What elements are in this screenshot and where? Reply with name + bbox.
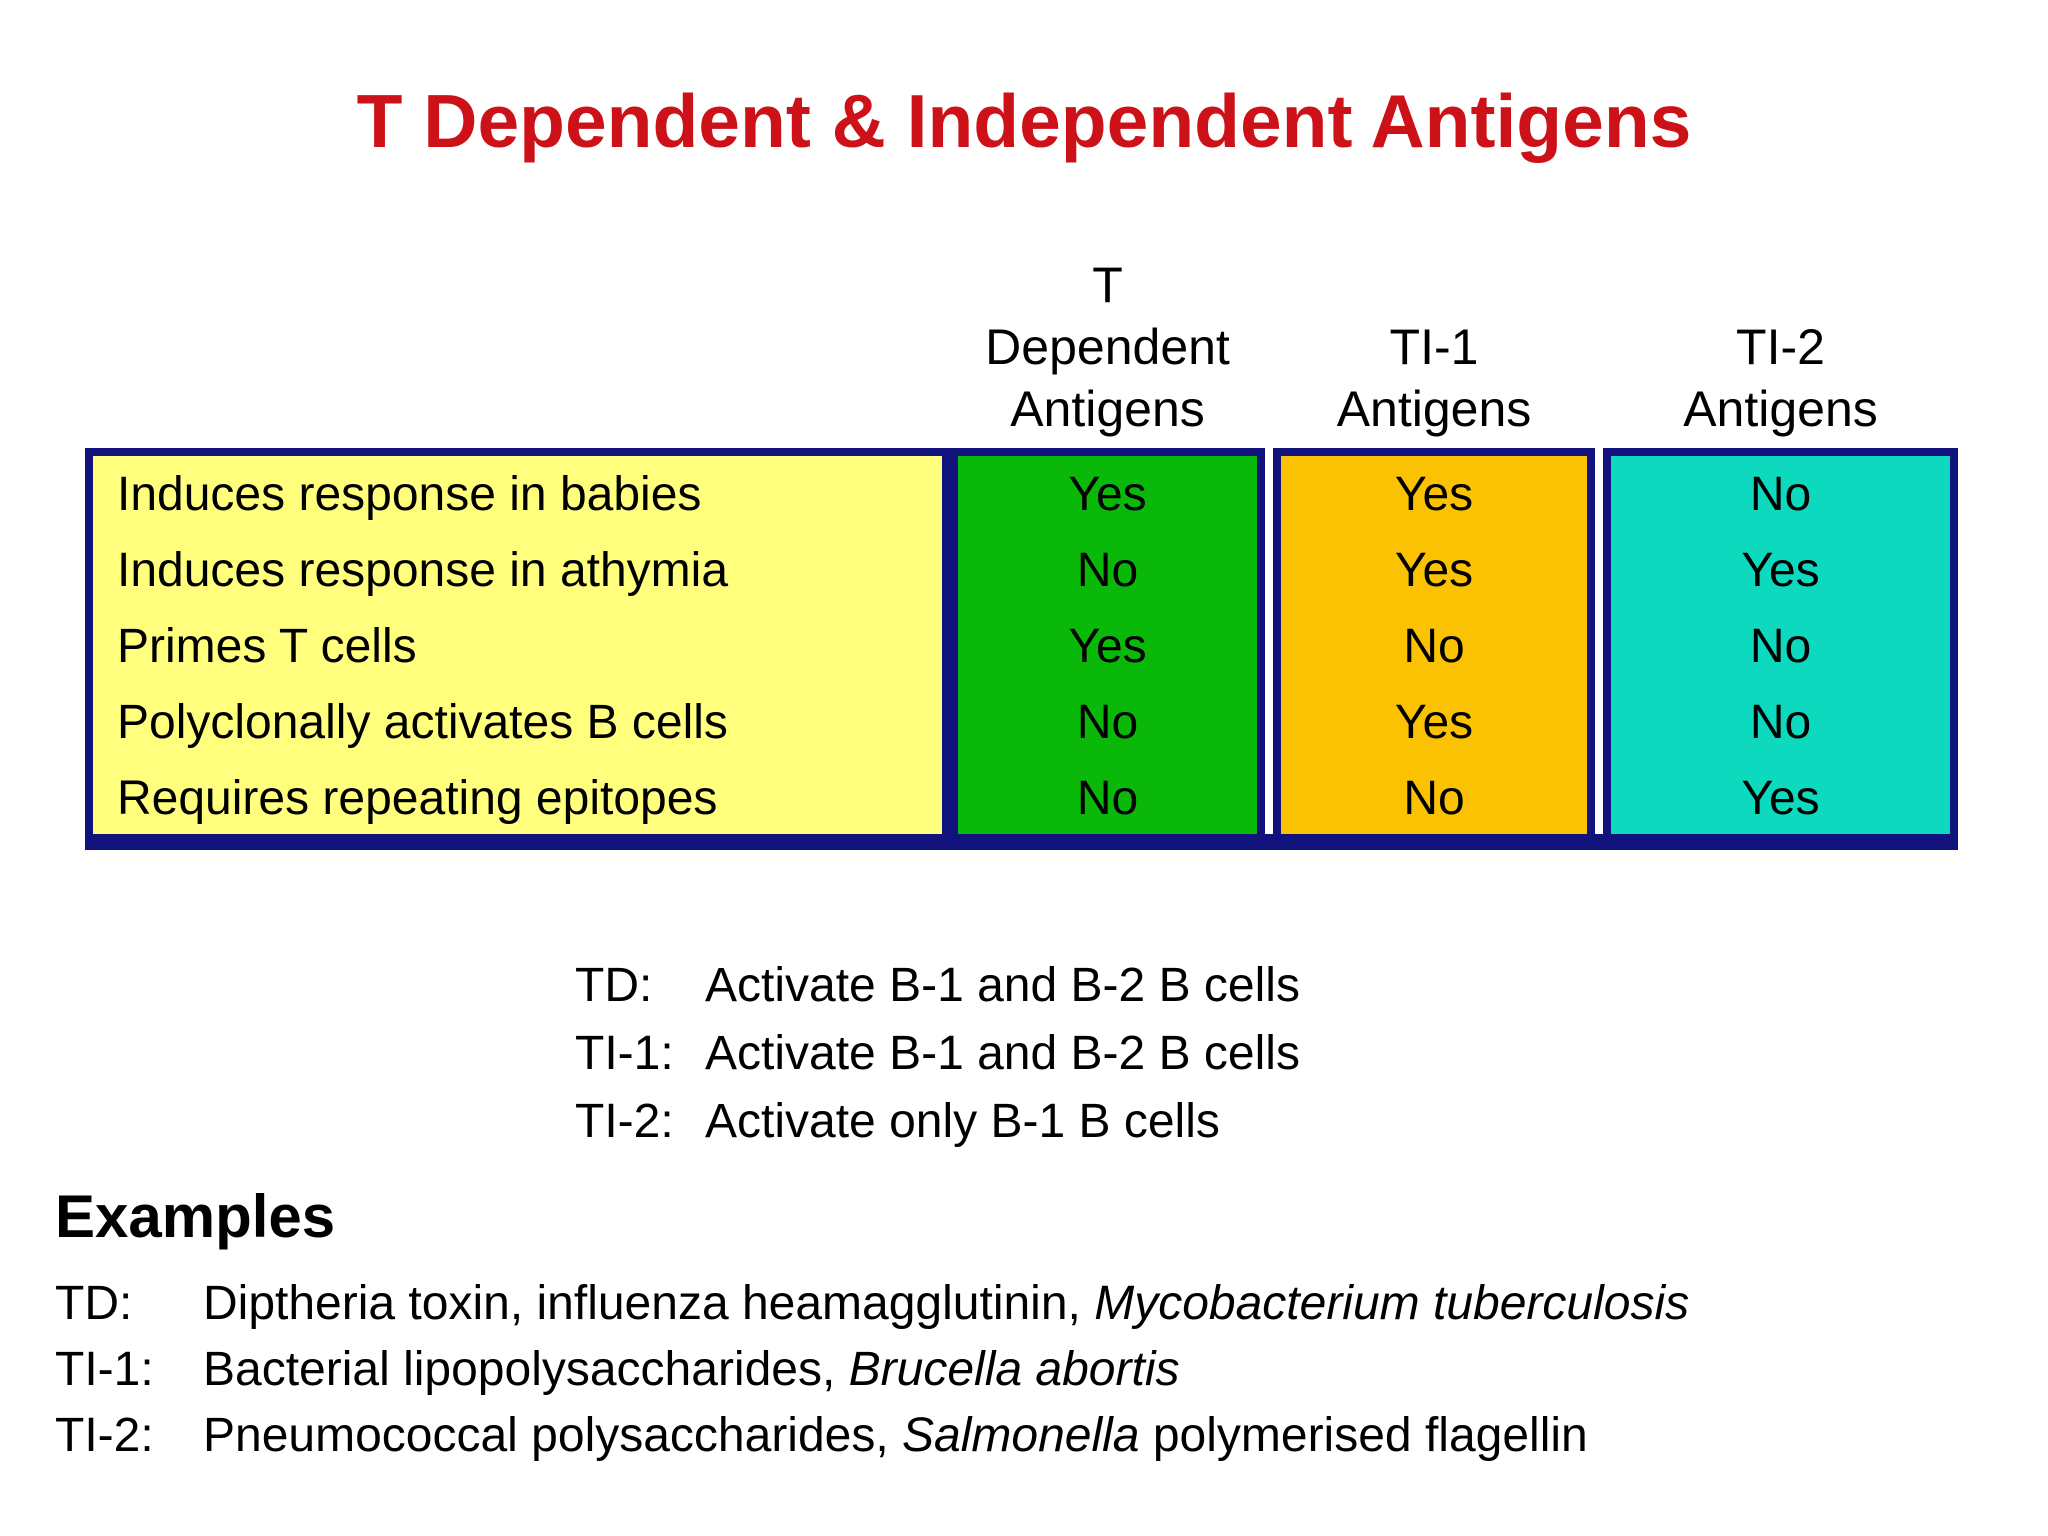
table-value: Yes <box>1068 467 1147 521</box>
example-text: Bacterial lipopolysaccharides, Brucella … <box>203 1337 1179 1403</box>
example-text-italic: Mycobacterium tuberculosis <box>1094 1277 1690 1330</box>
antigen-comparison-table: Induces response in babies Induces respo… <box>85 448 1958 850</box>
table-value: No <box>1749 695 1812 749</box>
example-ti1: TI-1: Bacterial lipopolysaccharides, Bru… <box>55 1337 2028 1403</box>
example-text: Diptheria toxin, influenza heamagglutini… <box>203 1271 1689 1337</box>
table-value: Yes <box>1068 619 1147 673</box>
table-value: Yes <box>1741 543 1820 597</box>
note-label: TD: <box>575 959 653 1012</box>
page-title: T Dependent & Independent Antigens <box>356 79 1692 163</box>
note-ti1: TI-1: Activate B-1 and B-2 B cells <box>575 1020 1300 1088</box>
table-value: Yes <box>1394 467 1474 521</box>
header-line: TI-1 <box>1389 319 1479 375</box>
header-line: Antigens <box>1683 381 1878 437</box>
t-dependent-antigens-column: Yes No Yes No No <box>950 448 1265 844</box>
note-label: TI-2: <box>575 1095 674 1148</box>
table-value: No <box>1749 467 1812 521</box>
note-ti2: TI-2: Activate only B-1 B cells <box>575 1088 1300 1156</box>
example-text-normal: Bacterial lipopolysaccharides, <box>203 1343 849 1396</box>
note-label: TI-1: <box>575 1027 674 1080</box>
table-value: No <box>1403 771 1465 825</box>
header-line: Antigens <box>1010 381 1205 437</box>
example-td: TD: Diptheria toxin, influenza heamagglu… <box>55 1271 2028 1337</box>
row-label: Polyclonally activates B cells <box>117 695 728 749</box>
example-ti2: TI-2: Pneumococcal polysaccharides, Salm… <box>55 1403 2028 1469</box>
table-value: Yes <box>1394 695 1474 749</box>
example-text-normal: Diptheria toxin, influenza heamagglutini… <box>203 1277 1095 1330</box>
example-text: Pneumococcal polysaccharides, Salmonella… <box>203 1403 1588 1469</box>
row-label: Primes T cells <box>117 619 417 673</box>
examples-heading: Examples <box>55 1183 336 1250</box>
table-value: No <box>1076 543 1139 597</box>
header-line: TI-2 <box>1736 319 1825 375</box>
row-labels-column: Induces response in babies Induces respo… <box>85 448 950 844</box>
ti2-antigens-column: No Yes No No Yes <box>1603 448 1958 844</box>
example-text-italic: Salmonella <box>902 1409 1140 1462</box>
column-header-t-dependent-antigens: T Dependent Antigens <box>950 235 1265 440</box>
row-label: Requires repeating epitopes <box>117 771 718 825</box>
header-line: T <box>1092 257 1123 313</box>
row-label: Induces response in babies <box>117 467 702 521</box>
example-label: TD: <box>55 1277 133 1330</box>
example-label: TI-1: <box>55 1343 154 1396</box>
table-value: No <box>1403 619 1465 673</box>
note-text: Activate B-1 and B-2 B cells <box>705 959 1300 1012</box>
table-value: No <box>1076 771 1139 825</box>
row-label: Induces response in athymia <box>117 543 729 597</box>
column-header-ti2-antigens: TI-2 Antigens <box>1603 235 1958 440</box>
table-value: Yes <box>1741 771 1820 825</box>
header-spacer <box>85 235 950 440</box>
note-td: TD: Activate B-1 and B-2 B cells <box>575 952 1300 1020</box>
table-value: No <box>1749 619 1812 673</box>
note-text: Activate only B-1 B cells <box>705 1095 1220 1148</box>
column-header-ti1-antigens: TI-1 Antigens <box>1273 235 1595 440</box>
example-text-italic: Brucella abortis <box>848 1343 1180 1396</box>
example-text-normal: polymerised flagellin <box>1139 1409 1588 1462</box>
examples-section: Examples TD: Diptheria toxin, influenza … <box>55 1182 2028 1469</box>
table-column-headers: T Dependent Antigens TI-1 Antigens TI-2 … <box>85 235 1958 440</box>
table-value: Yes <box>1394 543 1474 597</box>
activation-notes: TD: Activate B-1 and B-2 B cells TI-1: A… <box>575 952 1300 1156</box>
example-label: TI-2: <box>55 1409 154 1462</box>
header-line: Dependent <box>985 319 1230 375</box>
table-value: No <box>1076 695 1139 749</box>
example-text-normal: Pneumococcal polysaccharides, <box>203 1409 903 1462</box>
header-line: Antigens <box>1336 381 1532 437</box>
ti1-antigens-column: Yes Yes No Yes No <box>1273 448 1595 844</box>
note-text: Activate B-1 and B-2 B cells <box>705 1027 1300 1080</box>
